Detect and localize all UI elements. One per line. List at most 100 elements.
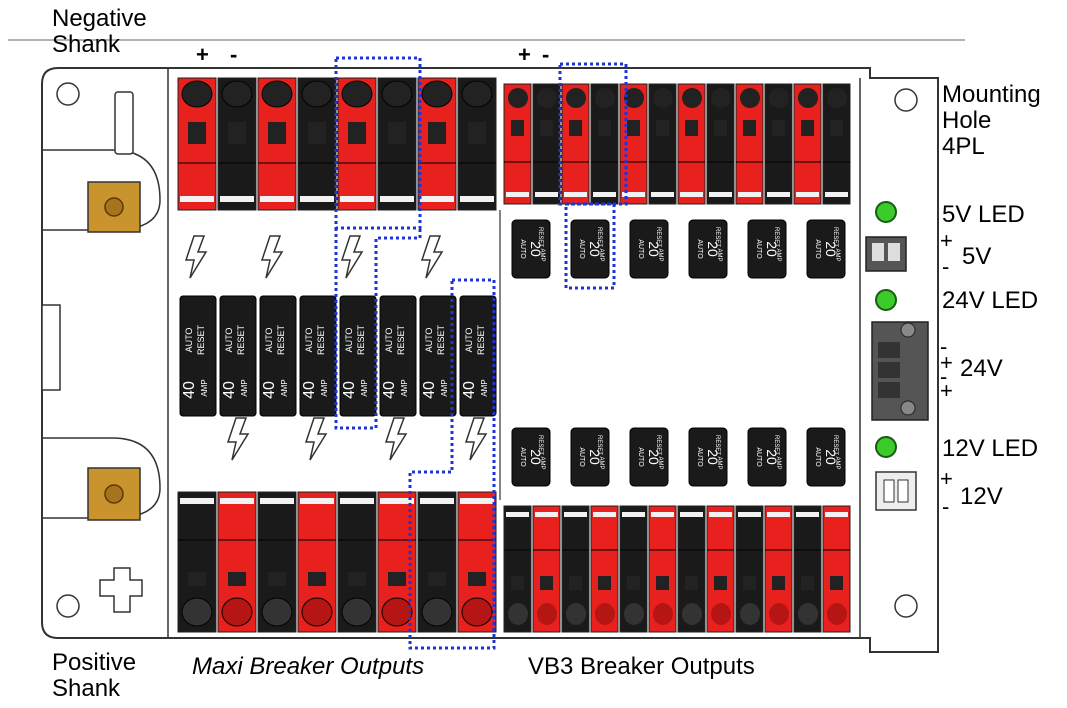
led-24v-indicator [875, 289, 897, 311]
minus-marker [114, 91, 134, 155]
vb3-breaker-outputs-label: VB3 Breaker Outputs [528, 653, 755, 680]
vb3-connector [503, 83, 532, 205]
breaker-text-auto: AUTO [424, 328, 434, 353]
mounting-hole-bottom-left [56, 594, 80, 618]
highlight-maxi-bottom-pair [408, 278, 496, 650]
vb3-minus-mark: - [542, 42, 550, 67]
p24-minus-a-mark: - [940, 334, 948, 359]
vb3-text-reset: RESET [832, 227, 838, 247]
vb3-text-auto: AUTO [755, 239, 762, 259]
connector-12v [875, 471, 917, 511]
breaker-text-auto: AUTO [464, 328, 474, 353]
vb3-unit: AMP [775, 456, 781, 469]
breaker-rating: 40 [261, 381, 278, 399]
vb3-text-reset: RESET [714, 227, 720, 247]
vb3-text-auto: AUTO [519, 447, 526, 467]
breaker-unit: AMP [320, 379, 329, 396]
maxi-connector [337, 491, 377, 633]
vb3-connector [706, 83, 735, 205]
lightning-bolt-icon [464, 417, 488, 461]
maxi-connector [457, 491, 497, 633]
vb3-text-reset: RESET [655, 227, 661, 247]
vb3-rating: 20 [823, 449, 839, 465]
breaker-text-auto: AUTO [304, 328, 314, 353]
lightning-row-top [184, 235, 444, 279]
led-5v-label: 5V LED [942, 201, 1025, 228]
vb3-connector [532, 83, 561, 205]
breaker-text-reset: RESET [236, 324, 246, 355]
lightning-bolt-icon [420, 235, 444, 279]
vb3-text-reset: RESET [537, 227, 543, 247]
breaker-text-reset: RESET [396, 324, 406, 355]
vb3-connector [764, 83, 793, 205]
highlight-vb3-breaker [564, 202, 616, 290]
vb3-rating: 20 [823, 241, 839, 257]
highlight-maxi-breaker [334, 228, 422, 430]
breaker-text-auto: AUTO [384, 328, 394, 353]
maxi-top-connector-row [177, 77, 497, 211]
vb3-rating: 20 [764, 449, 780, 465]
vb3-text-reset: RESET [537, 435, 543, 455]
breaker-unit: AMP [360, 379, 369, 396]
connector-24v [871, 321, 929, 421]
vb3-text-reset: RESET [714, 435, 720, 455]
vb3-unit: AMP [775, 248, 781, 261]
vb3-connector [822, 505, 851, 633]
vb3-connector [590, 83, 619, 205]
breaker-text-reset: RESET [316, 324, 326, 355]
breaker-rating: 40 [421, 381, 438, 399]
vb3-text-reset: RESET [832, 435, 838, 455]
vb3-text-reset: RESET [773, 227, 779, 247]
mounting-hole-top-right [894, 88, 918, 112]
voltage-5v-label: 5V [962, 243, 992, 270]
maxi-connector [417, 77, 457, 211]
vb3-connector [677, 83, 706, 205]
vb3-connector [735, 83, 764, 205]
vb3-text-auto: AUTO [637, 447, 644, 467]
vb3-rating: 20 [646, 449, 662, 465]
maxi-connector [297, 77, 337, 211]
connector-5v [865, 236, 907, 272]
lightning-bolt-icon [340, 235, 364, 279]
vb3-text-auto: AUTO [814, 239, 821, 259]
voltage-12v-label: 12V [960, 483, 1003, 510]
breaker-unit: AMP [240, 379, 249, 396]
vb3-unit: AMP [539, 248, 545, 261]
vb3-connector [764, 505, 793, 633]
maxi-connector [217, 77, 257, 211]
left-notch [41, 304, 61, 391]
vb3-rating: 20 [587, 241, 603, 257]
lightning-bolt-icon [260, 235, 284, 279]
maxi-connector [297, 491, 337, 633]
maxi-plus-mark: + [196, 42, 209, 67]
maxi-connector [217, 491, 257, 633]
highlight-maxi-top-pair [334, 56, 422, 230]
led-24v-label: 24V LED [942, 287, 1039, 314]
vb3-unit: AMP [657, 248, 663, 261]
highlight-regions [334, 56, 628, 650]
vb3-text-auto: AUTO [578, 239, 585, 259]
vb3-connector [590, 505, 619, 633]
vb3-rating: 20 [705, 241, 721, 257]
led-12v-label: 12V LED [942, 435, 1039, 462]
lightning-bolt-icon [384, 417, 408, 461]
vb3-plus-mark: + [518, 42, 531, 67]
negative-shank-label: Negative Shank [52, 5, 147, 58]
vb3-connector [532, 505, 561, 633]
vb3-text-auto: AUTO [578, 447, 585, 467]
lightning-row-bottom [226, 417, 488, 461]
breaker-text-auto: AUTO [184, 328, 194, 353]
breaker-text-auto: AUTO [344, 328, 354, 353]
vb3-unit: AMP [834, 456, 840, 469]
